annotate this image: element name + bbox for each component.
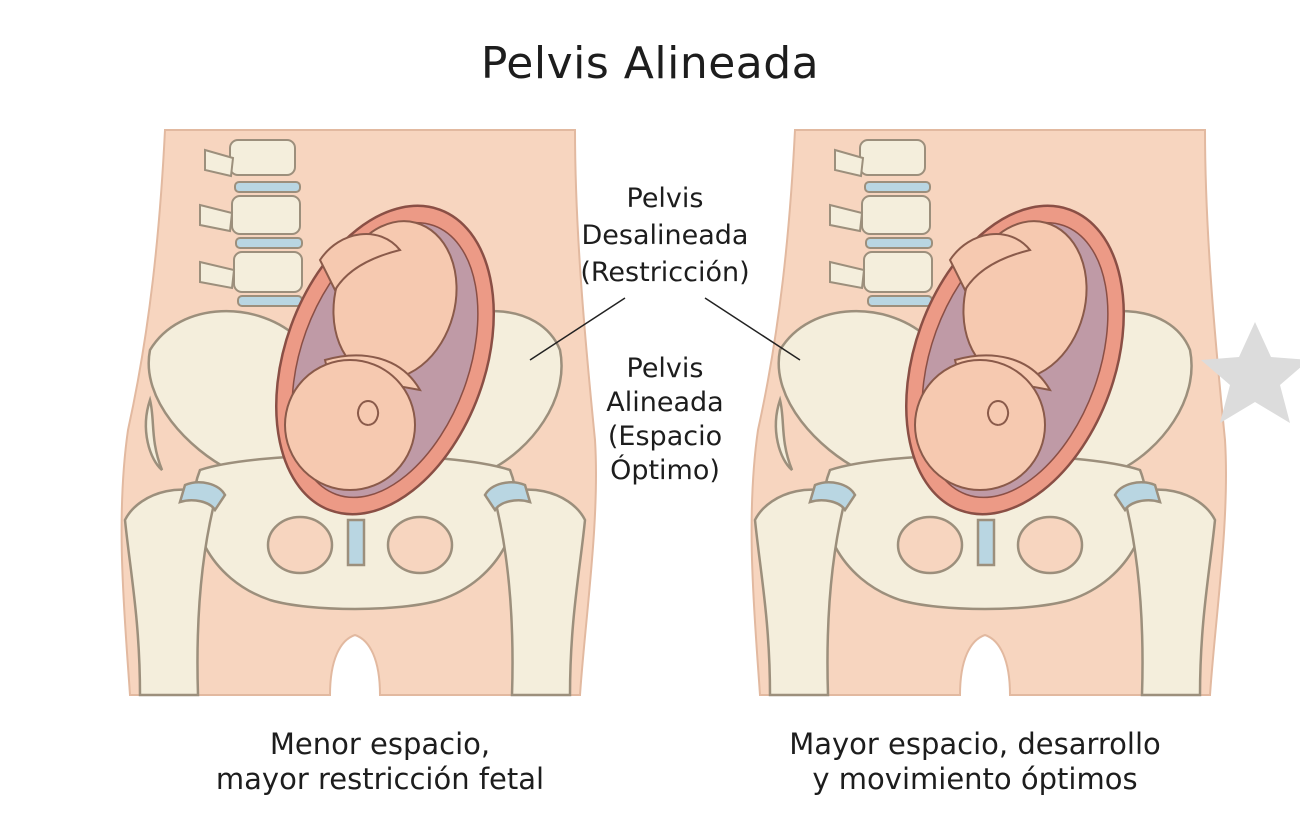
- star-icon: [1201, 322, 1300, 423]
- label-misaligned-pelvis: Pelvis Desalineada (Restricción): [560, 180, 770, 291]
- label-aligned-pelvis: Pelvis Alineada (Espacio Óptimo): [560, 352, 770, 488]
- caption-left: Menor espacio, mayor restricción fetal: [150, 727, 610, 797]
- caption-line: Menor espacio,: [269, 727, 491, 761]
- figure-misaligned: [120, 128, 598, 697]
- label-line: Pelvis: [626, 183, 704, 214]
- label-line: Óptimo): [610, 455, 720, 486]
- figure-aligned: [750, 128, 1228, 697]
- caption-right: Mayor espacio, desarrollo y movimiento ó…: [740, 727, 1210, 797]
- label-line: Desalineada: [581, 220, 749, 251]
- label-line: Pelvis: [626, 353, 704, 384]
- label-line: (Restricción): [580, 257, 750, 288]
- leader-line-right: [704, 297, 801, 361]
- page-title: Pelvis Alineada: [480, 38, 820, 89]
- leader-line-left: [529, 297, 626, 361]
- caption-line: Mayor espacio, desarrollo: [789, 727, 1161, 761]
- caption-line: mayor restricción fetal: [215, 762, 545, 796]
- caption-line: y movimiento óptimos: [812, 762, 1138, 796]
- label-line: (Espacio: [607, 421, 723, 452]
- label-line: Alineada: [606, 387, 724, 418]
